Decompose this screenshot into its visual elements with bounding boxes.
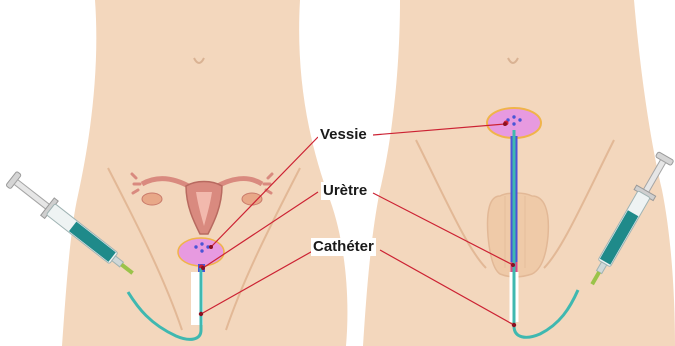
left-syringe-rod (14, 180, 51, 211)
ovary-left (142, 193, 162, 205)
label-urethra: Urètre (321, 182, 369, 200)
female-pelvis-figure (62, 0, 347, 346)
ovary-right (242, 193, 262, 205)
male-genitals-outline (488, 193, 549, 277)
male-pelvis-figure (363, 0, 675, 346)
female-torso-skin (62, 0, 347, 346)
label-bladder: Vessie (318, 126, 369, 144)
label-catheter: Cathéter (311, 238, 376, 256)
male-torso-skin (363, 0, 675, 346)
